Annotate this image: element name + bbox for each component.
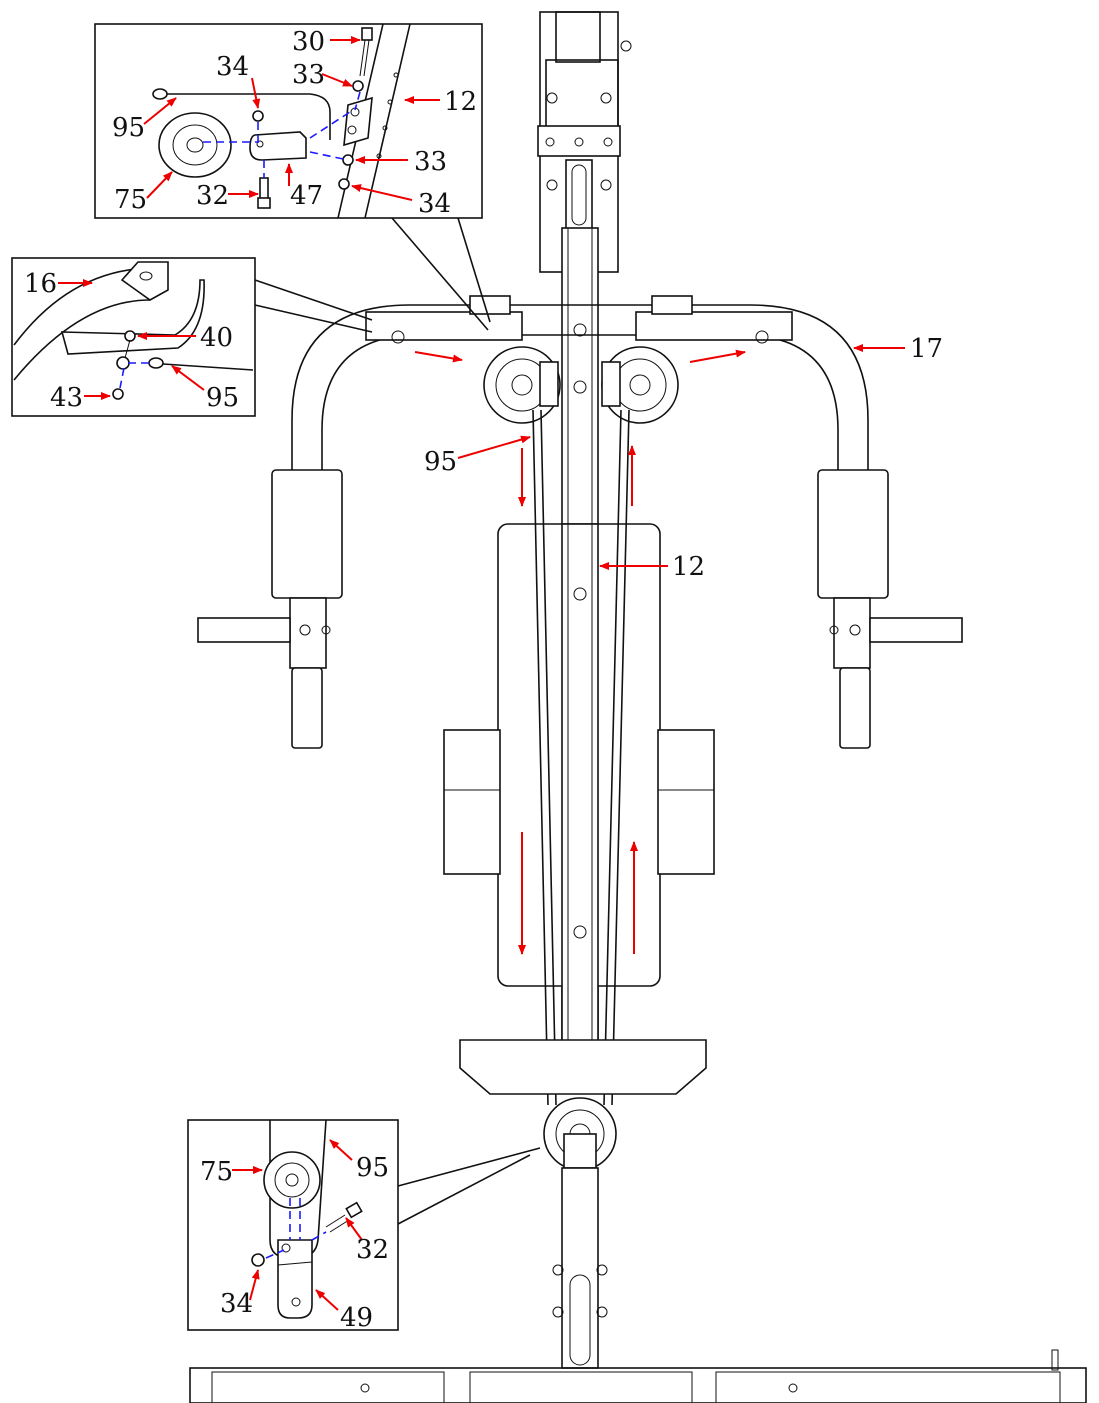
left-detail-inset: 16 40 43 95: [11, 257, 373, 417]
label-95-main: 95: [424, 447, 457, 477]
label-95-bottom: 95: [356, 1153, 389, 1183]
label-34-bottom: 34: [418, 189, 451, 219]
top-detail-inset: 30 33 12 34 95 75 32 47 33 34: [94, 23, 491, 331]
label-30: 30: [292, 27, 325, 57]
label-49: 49: [340, 1303, 373, 1333]
label-95-left: 95: [206, 383, 239, 413]
label-43: 43: [50, 383, 83, 413]
label-12-main: 12: [672, 552, 705, 582]
label-17: 17: [910, 334, 943, 364]
label-47: 47: [290, 181, 323, 211]
cable-direction-arrows: [414, 349, 746, 955]
machine-frame: [189, 11, 1087, 1403]
label-32-inset: 32: [196, 181, 229, 211]
label-34-bottom-inset: 34: [220, 1289, 253, 1319]
label-16: 16: [24, 269, 57, 299]
label-33-top: 33: [292, 60, 325, 90]
label-12-inset: 12: [444, 87, 477, 117]
label-34-top: 34: [216, 52, 249, 82]
bottom-detail-inset: 75 95 32 34 49: [187, 1119, 541, 1333]
label-40: 40: [200, 323, 233, 353]
label-75-bottom: 75: [200, 1157, 233, 1187]
label-75-inset: 75: [114, 185, 147, 215]
label-33-bottom: 33: [414, 147, 447, 177]
main-labels: 17 95 12: [424, 334, 943, 582]
label-32-bottom: 32: [356, 1235, 389, 1265]
label-95-inset: 95: [112, 113, 145, 143]
